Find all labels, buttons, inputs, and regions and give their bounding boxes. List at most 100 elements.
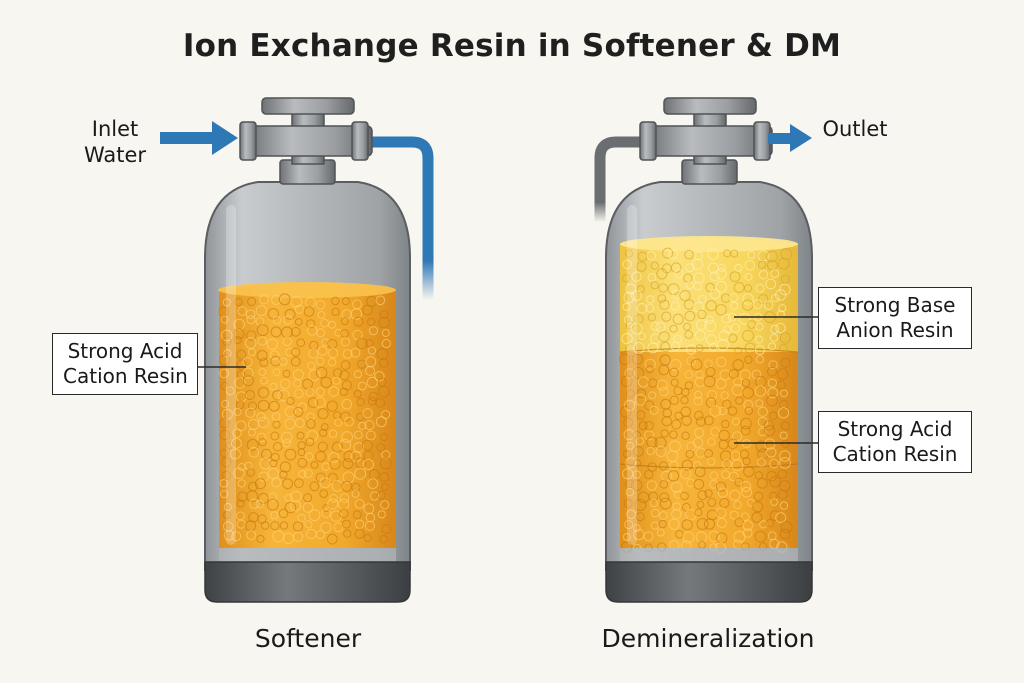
resin-bead — [223, 349, 232, 358]
resin-bead — [644, 421, 654, 431]
resin-bead — [343, 529, 352, 538]
softener-resin-label-line-1: Strong Acid — [67, 339, 183, 363]
resin-bead — [296, 338, 306, 348]
resin-bead — [662, 247, 674, 259]
resin-bead — [305, 452, 314, 461]
resin-bead — [646, 251, 657, 261]
resin-bead — [728, 368, 739, 379]
resin-bead — [728, 471, 739, 482]
resin-bead — [381, 524, 392, 534]
resin-bead — [697, 490, 708, 501]
resin-bead — [660, 341, 671, 353]
resin-bead — [379, 433, 389, 442]
resin-bead — [331, 296, 340, 306]
resin-bead — [624, 249, 634, 258]
outlet-label-line-1: Outlet — [822, 117, 888, 141]
resin-bead — [655, 446, 667, 457]
resin-bead — [758, 427, 767, 437]
resin-bead — [734, 346, 743, 355]
resin-bead — [758, 294, 769, 305]
resin-bead — [656, 268, 668, 280]
resin-bead — [694, 466, 706, 478]
resin-bead — [306, 412, 315, 421]
resin-bead — [767, 378, 778, 388]
resin-bead — [659, 492, 670, 503]
resin-bead — [747, 251, 756, 259]
resin-bead — [334, 328, 343, 337]
resin-bead — [328, 348, 339, 359]
resin-bead — [308, 348, 319, 359]
resin-bead — [364, 520, 375, 531]
resin-bead — [694, 376, 706, 388]
resin-bead — [233, 336, 242, 344]
resin-bead — [623, 291, 635, 304]
resin-bead — [778, 304, 787, 313]
softener-resin-beads — [218, 293, 392, 545]
resin-bead — [317, 441, 328, 452]
resin-bead — [682, 502, 691, 512]
resin-bead — [259, 294, 270, 305]
resin-bead — [219, 429, 231, 441]
resin-bead — [344, 416, 355, 427]
resin-bead — [248, 428, 256, 437]
resin-bead — [286, 396, 295, 406]
resin-bead — [223, 530, 235, 541]
resin-bead — [722, 399, 732, 409]
resin-bead — [315, 366, 328, 379]
resin-bead — [685, 449, 695, 459]
resin-bead — [670, 481, 683, 493]
resin-bead — [379, 472, 390, 482]
resin-bead — [709, 471, 719, 480]
resin-bead — [780, 357, 791, 368]
resin-bead — [776, 310, 785, 319]
resin-bead — [756, 477, 768, 489]
resin-bead — [353, 316, 364, 327]
resin-bead — [290, 490, 302, 503]
resin-bead — [674, 411, 683, 420]
resin-bead — [379, 310, 389, 319]
resin-bead — [244, 389, 255, 401]
resin-bead — [247, 401, 258, 411]
resin-bead — [236, 349, 247, 360]
resin-bead — [340, 337, 350, 347]
resin-bead — [367, 346, 376, 355]
resin-bead — [650, 281, 659, 290]
resin-bead — [273, 442, 283, 452]
resin-bead — [339, 370, 350, 381]
resin-bead — [763, 420, 775, 431]
resin-bead — [696, 500, 705, 509]
softener-resin-label-line-2: Cation Resin — [63, 364, 188, 388]
resin-bead — [257, 416, 270, 429]
resin-bead — [720, 391, 729, 400]
resin-bead — [219, 368, 229, 379]
resin-bead — [650, 508, 660, 518]
resin-bead — [358, 381, 367, 391]
resin-bead — [284, 406, 296, 418]
resin-bead — [734, 263, 743, 272]
resin-bead — [698, 295, 707, 304]
resin-bead — [636, 437, 644, 446]
resin-bead — [646, 295, 655, 304]
resin-bead — [679, 290, 691, 302]
resin-bead — [298, 470, 307, 479]
resin-bead — [342, 458, 354, 470]
resin-bead — [630, 322, 643, 335]
resin-bead — [378, 357, 389, 368]
resin-bead — [342, 471, 355, 484]
resin-bead — [377, 510, 386, 519]
resin-bead — [779, 343, 788, 353]
valve-icon — [639, 97, 773, 165]
resin-bead — [647, 342, 659, 354]
resin-bead — [631, 353, 644, 365]
resin-bead — [282, 478, 294, 490]
resin-bead — [259, 457, 272, 470]
resin-bead — [304, 520, 313, 529]
resin-bead — [742, 528, 753, 538]
resin-bead — [694, 390, 703, 399]
resin-bead — [775, 322, 786, 334]
resin-bead — [715, 507, 727, 519]
resin-bead — [733, 500, 742, 509]
resin-bead — [715, 481, 727, 492]
resin-bead — [738, 312, 751, 325]
dm-cation-resin-label-line-1: Strong Acid — [837, 417, 953, 441]
